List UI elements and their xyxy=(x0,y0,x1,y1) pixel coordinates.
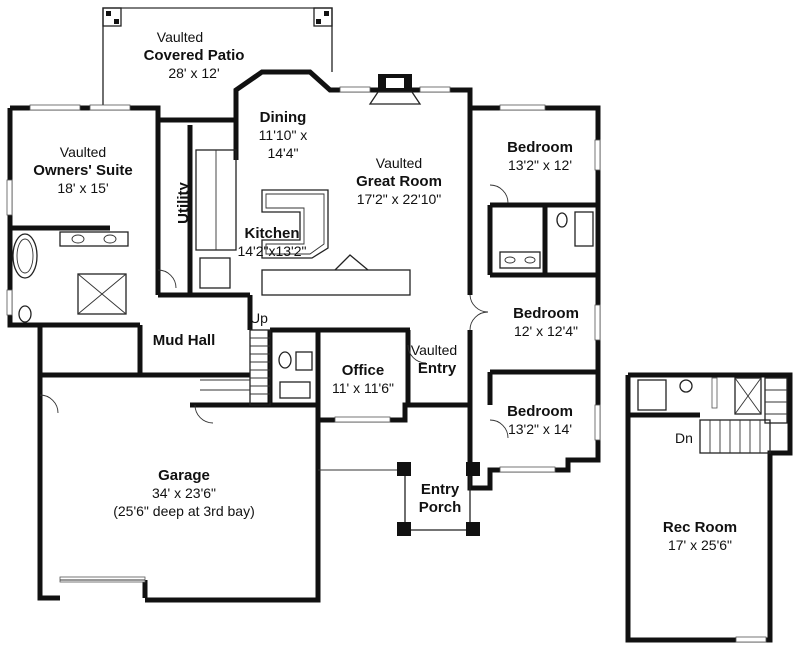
stairs-down xyxy=(699,377,788,454)
bedroom-3-dims: 13'2" x 14' xyxy=(508,421,572,437)
great-room-name: Great Room xyxy=(356,173,442,190)
covered-patio-dims: 28' x 12' xyxy=(168,65,219,81)
office-name: Office xyxy=(342,362,385,379)
covered-patio-prefix: Vaulted xyxy=(157,29,203,45)
office-dims: 11' x 11'6" xyxy=(332,380,394,396)
dining-dims-line1: 11'10" x xyxy=(259,127,308,143)
bedroom-2-dims: 12' x 12'4" xyxy=(514,323,578,339)
covered-patio-name: Covered Patio xyxy=(144,47,245,64)
bedroom-1-dims: 13'2" x 12' xyxy=(508,157,572,173)
kitchen-fixtures xyxy=(195,149,411,296)
dining-name: Dining xyxy=(260,109,307,126)
kitchen-name: Kitchen xyxy=(244,225,299,242)
mud-hall-name: Mud Hall xyxy=(153,332,216,349)
entry-porch-name-line1: Entry xyxy=(421,481,460,498)
shared-bath-fixtures xyxy=(499,211,594,269)
owners-suite-dims: 18' x 15' xyxy=(57,180,108,196)
covered-patio-outline xyxy=(102,7,333,105)
bedroom-2-name: Bedroom xyxy=(513,305,579,322)
bedroom-3-name: Bedroom xyxy=(507,403,573,420)
owners-bath-fixtures xyxy=(12,231,129,323)
rec-room-walls xyxy=(625,372,793,643)
door-swings xyxy=(39,184,509,439)
half-bath-fixtures xyxy=(278,351,313,399)
windows xyxy=(6,86,601,473)
utility-name: Utility xyxy=(175,182,192,224)
entry-prefix: Vaulted xyxy=(411,342,457,358)
garage-dims: 34' x 23'6" xyxy=(152,485,216,501)
dining-dims-line2: 14'4" xyxy=(267,145,298,161)
great-room-prefix: Vaulted xyxy=(376,155,422,171)
fireplace xyxy=(368,74,422,105)
stair-down-label: Dn xyxy=(675,430,693,446)
entry-porch xyxy=(318,462,480,536)
garage-note: (25'6" deep at 3rd bay) xyxy=(113,503,255,519)
entry-name: Entry xyxy=(418,360,457,377)
stairs-up xyxy=(200,329,271,406)
kitchen-dims: 14'2"x13'2" xyxy=(237,243,306,259)
garage-name: Garage xyxy=(158,467,210,484)
owners-suite-name: Owners' Suite xyxy=(33,162,132,179)
stair-up-label: Up xyxy=(250,310,268,326)
owners-suite-prefix: Vaulted xyxy=(60,144,106,160)
rec-room-dims: 17' x 25'6" xyxy=(668,537,732,553)
entry-porch-name-line2: Porch xyxy=(419,499,462,516)
bedroom-1-name: Bedroom xyxy=(507,139,573,156)
garage-doors xyxy=(59,576,146,583)
rec-room-name: Rec Room xyxy=(663,519,737,536)
great-room-dims: 17'2" x 22'10" xyxy=(357,191,442,207)
